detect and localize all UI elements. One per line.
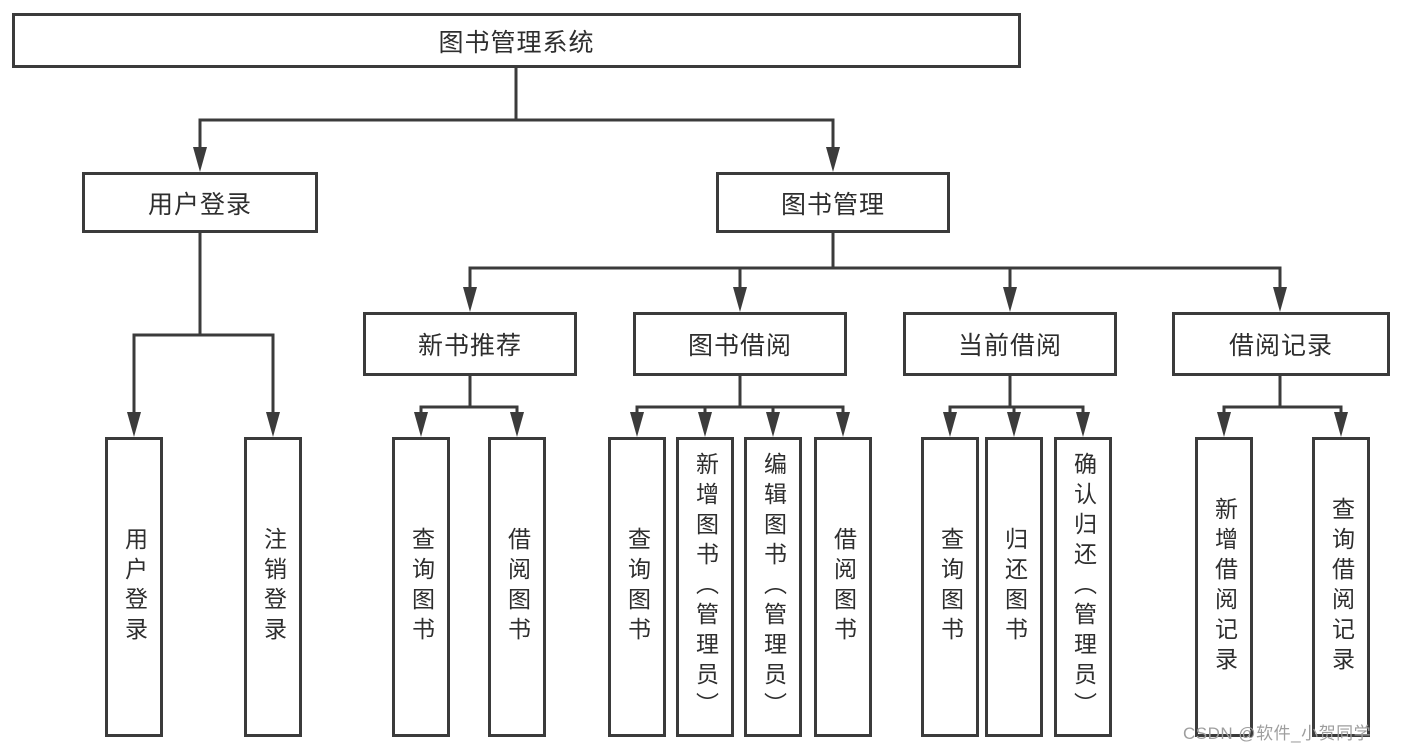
node-borrow-record: 借阅记录 — [1172, 312, 1390, 376]
leaf-borrow-book-recommend-label: 借阅图书 — [504, 527, 531, 647]
leaf-logout: 注销登录 — [244, 437, 302, 737]
leaf-borrow-book-recommend: 借阅图书 — [488, 437, 546, 737]
leaf-add-borrow-record: 新增借阅记录 — [1195, 437, 1253, 737]
leaf-confirm-return-admin-label: 确认归还（管理员） — [1070, 452, 1097, 722]
leaf-user-login: 用户登录 — [105, 437, 163, 737]
leaf-query-book-borrow-label: 查询图书 — [624, 527, 651, 647]
node-new-book-recommend: 新书推荐 — [363, 312, 577, 376]
node-user-login: 用户登录 — [82, 172, 318, 233]
leaf-edit-book-admin: 编辑图书（管理员） — [744, 437, 802, 737]
leaf-borrow-book-label: 借阅图书 — [830, 527, 857, 647]
leaf-return-book: 归还图书 — [985, 437, 1043, 737]
node-current-borrow: 当前借阅 — [903, 312, 1117, 376]
leaf-confirm-return-admin: 确认归还（管理员） — [1054, 437, 1112, 737]
csdn-watermark: CSDN @软件_小贺同学 — [1183, 724, 1372, 743]
leaf-add-book-admin: 新增图书（管理员） — [676, 437, 734, 737]
leaf-logout-label: 注销登录 — [260, 527, 287, 647]
node-book-borrow: 图书借阅 — [633, 312, 847, 376]
leaf-user-login-label: 用户登录 — [121, 527, 148, 647]
leaf-query-borrow-record: 查询借阅记录 — [1312, 437, 1370, 737]
leaf-borrow-book: 借阅图书 — [814, 437, 872, 737]
leaf-query-book-borrow: 查询图书 — [608, 437, 666, 737]
leaf-edit-book-admin-label: 编辑图书（管理员） — [760, 452, 787, 722]
leaf-query-book-current: 查询图书 — [921, 437, 979, 737]
leaf-query-book-recommend: 查询图书 — [392, 437, 450, 737]
node-book-management: 图书管理 — [716, 172, 950, 233]
root-node-library-system: 图书管理系统 — [12, 13, 1021, 68]
leaf-query-borrow-record-label: 查询借阅记录 — [1328, 497, 1355, 677]
leaf-return-book-label: 归还图书 — [1001, 527, 1028, 647]
leaf-query-book-recommend-label: 查询图书 — [408, 527, 435, 647]
leaf-add-book-admin-label: 新增图书（管理员） — [692, 452, 719, 722]
leaf-add-borrow-record-label: 新增借阅记录 — [1211, 497, 1238, 677]
leaf-query-book-current-label: 查询图书 — [937, 527, 964, 647]
